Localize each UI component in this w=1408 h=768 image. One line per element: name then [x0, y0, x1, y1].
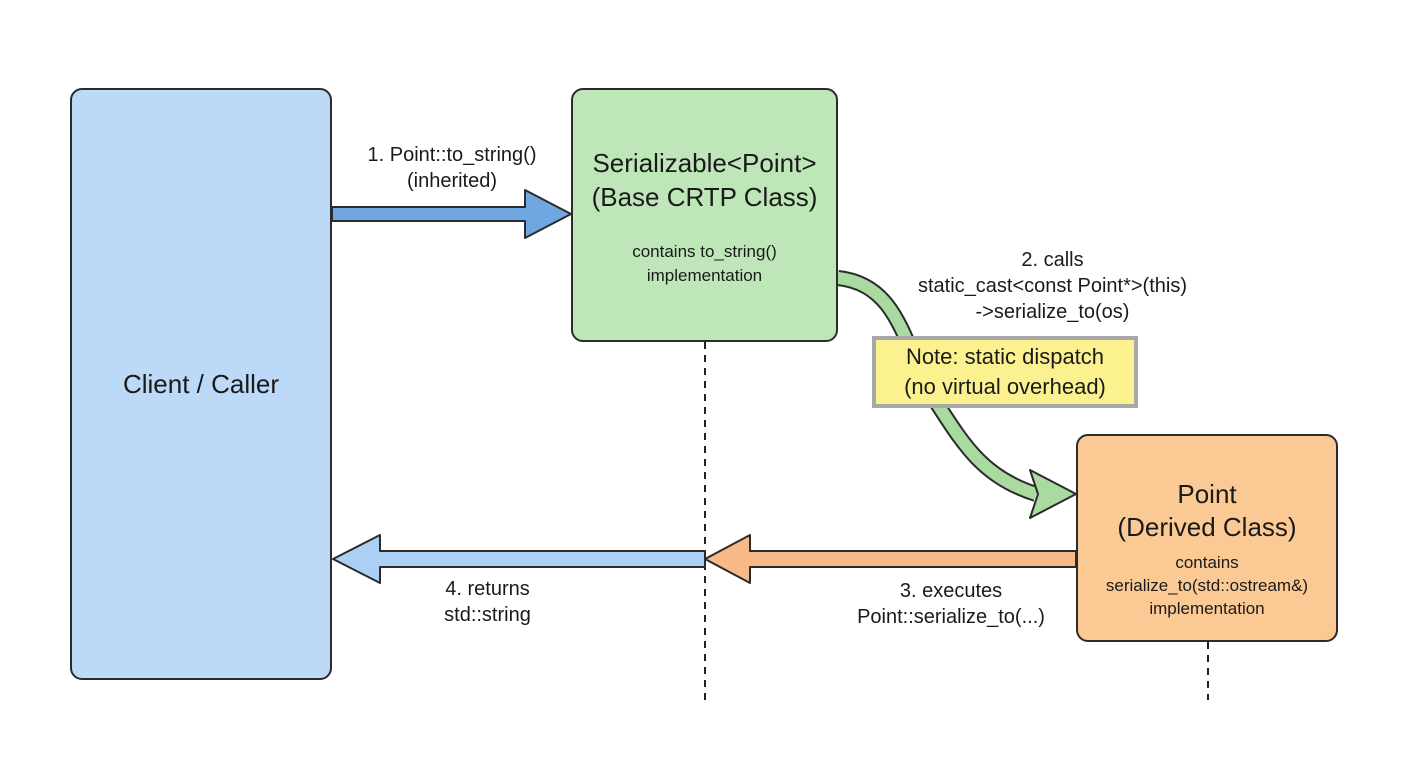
execute-arrow — [704, 534, 1077, 584]
base-title-line-1: Serializable<Point> — [592, 148, 817, 178]
step-2-line-1: 2. calls — [1021, 249, 1084, 271]
derived-desc-line-2: serialize_to(std::ostream&) — [1105, 576, 1309, 595]
base-class-description: contains to_string() implementation — [571, 240, 838, 288]
step-1-line-1: 1. Point::to_string() — [367, 144, 537, 166]
step-2-label: 2. calls static_cast<const Point*>(this)… — [880, 247, 1225, 325]
base-desc-line-2: implementation — [646, 266, 763, 285]
client-caller-box — [70, 88, 332, 680]
note-line-1: Note: static dispatch — [905, 344, 1105, 369]
client-title-line: Client / Caller — [122, 369, 280, 399]
base-desc-line-1: contains to_string() — [632, 242, 777, 261]
note-line-2: (no virtual overhead) — [904, 374, 1106, 399]
step-3-label: 3. executes Point::serialize_to(...) — [820, 578, 1082, 630]
step-4-line-1: 4. returns — [445, 578, 530, 600]
step-4-label: 4. returns std::string — [360, 576, 615, 628]
step-1-line-2: (inherited) — [406, 170, 498, 192]
derived-desc-line-3: implementation — [1149, 599, 1265, 618]
derived-title-line-1: Point — [1177, 479, 1237, 509]
step-4-line-2: std::string — [444, 604, 531, 626]
call-arrow — [331, 189, 572, 239]
step-3-line-2: Point::serialize_to(...) — [857, 606, 1045, 628]
derived-class-title: Point (Derived Class) — [1076, 478, 1338, 544]
step-2-line-3: ->serialize_to(os) — [975, 301, 1130, 323]
step-3-line-1: 3. executes — [899, 580, 1003, 602]
step-2-line-2: static_cast<const Point*>(this) — [917, 275, 1187, 297]
base-crtp-class-box — [571, 88, 838, 342]
static-dispatch-note: Note: static dispatch (no virtual overhe… — [872, 336, 1138, 408]
step-1-label: 1. Point::to_string() (inherited) — [332, 142, 572, 194]
derived-desc-line-1: contains — [1175, 553, 1239, 572]
derived-class-box — [1076, 434, 1338, 642]
derived-class-description: contains serialize_to(std::ostream&) imp… — [1076, 551, 1338, 620]
return-arrow — [332, 534, 706, 584]
dispatch-arrow-head — [1029, 469, 1077, 519]
derived-title-line-2: (Derived Class) — [1117, 512, 1297, 542]
base-title-line-2: (Base CRTP Class) — [591, 182, 818, 212]
base-class-title: Serializable<Point> (Base CRTP Class) — [571, 146, 838, 214]
client-caller-title: Client / Caller — [70, 368, 332, 400]
